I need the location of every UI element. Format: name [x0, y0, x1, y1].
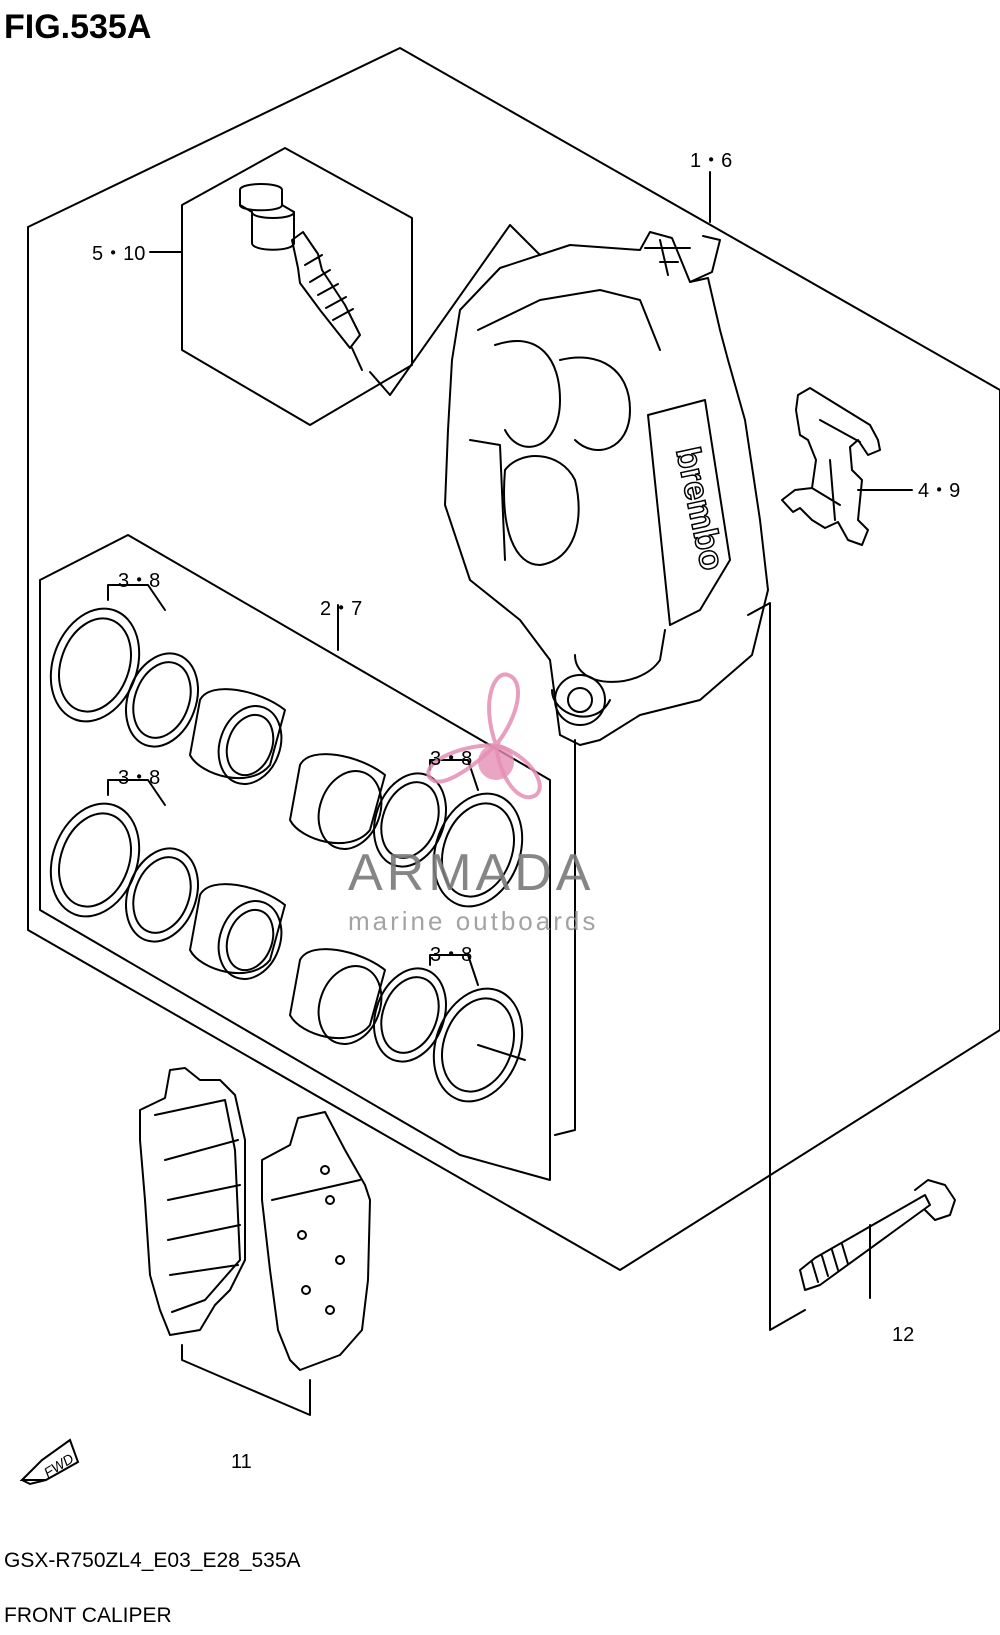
- watermark-propeller-icon: [426, 672, 542, 799]
- seal-ring-row2-c: [373, 967, 447, 1063]
- callout-4-9: 4・9: [918, 480, 960, 502]
- callout-2-7: 2・7: [320, 598, 362, 620]
- leader-11: [181, 1344, 311, 1416]
- bleeder-screw: [291, 231, 363, 371]
- model-code: GSX-R750ZL4_E03_E28_535A: [4, 1549, 301, 1572]
- seal-ring-row1-a: [49, 607, 141, 723]
- callout-3-8-bottom-right: 3・8: [430, 944, 472, 966]
- callout-12: 12: [892, 1324, 914, 1346]
- leader-3-8-top-left: [107, 584, 166, 611]
- watermark-propeller-hub: [478, 744, 514, 780]
- section-name: FRONT CALIPER: [4, 1604, 172, 1627]
- watermark-tagline: marine outboards: [348, 906, 598, 936]
- callout-3-8-top-left: 3・8: [118, 570, 160, 592]
- callout-3-8-mid-left: 3・8: [118, 767, 160, 789]
- seal-ring-row1-d: [432, 792, 524, 908]
- callout-1-6: 1・6: [690, 150, 732, 172]
- bleeder-kit-frame: [181, 147, 413, 426]
- fwd-arrow-badge: FWD: [19, 1438, 80, 1486]
- piston-kit-frame: [39, 534, 551, 1181]
- figure-title: FIG.535A: [4, 8, 151, 46]
- piston-row1-b: [289, 753, 386, 850]
- seal-ring-row2-b: [125, 847, 199, 943]
- caliper-body: [444, 231, 769, 746]
- callout-5-10: 5・10: [92, 243, 145, 265]
- fwd-label: FWD: [41, 1450, 77, 1480]
- leader-3-8-mid-left: [107, 779, 166, 806]
- callout-3-8-mid-right: 3・8: [430, 748, 472, 770]
- seal-ring-row2-a: [49, 802, 141, 918]
- pad-spring: [781, 387, 881, 546]
- seal-ring-row1-b: [125, 652, 199, 748]
- callout-11: 11: [231, 1451, 252, 1473]
- bleeder-wedge-lines: [369, 224, 541, 396]
- main-boundary-frame: [27, 47, 1000, 1271]
- piston-row2-a: [189, 883, 286, 980]
- pin-bolt: [799, 1179, 956, 1291]
- bolt-bracket-lines: [747, 602, 806, 1331]
- piston-seal-set: [49, 607, 526, 1103]
- seal-ring-row2-d: [432, 987, 526, 1103]
- brake-pad-left: [139, 1067, 246, 1336]
- inner-bracket-lines: [554, 739, 576, 1136]
- watermark-brand: ARMADA: [348, 844, 594, 902]
- piston-row1-a: [189, 688, 286, 785]
- leader-3-8-bottom-right: [429, 954, 479, 986]
- bleeder-cap: [239, 183, 295, 251]
- brake-pad-right: [261, 1111, 371, 1371]
- piston-row2-b: [289, 948, 386, 1045]
